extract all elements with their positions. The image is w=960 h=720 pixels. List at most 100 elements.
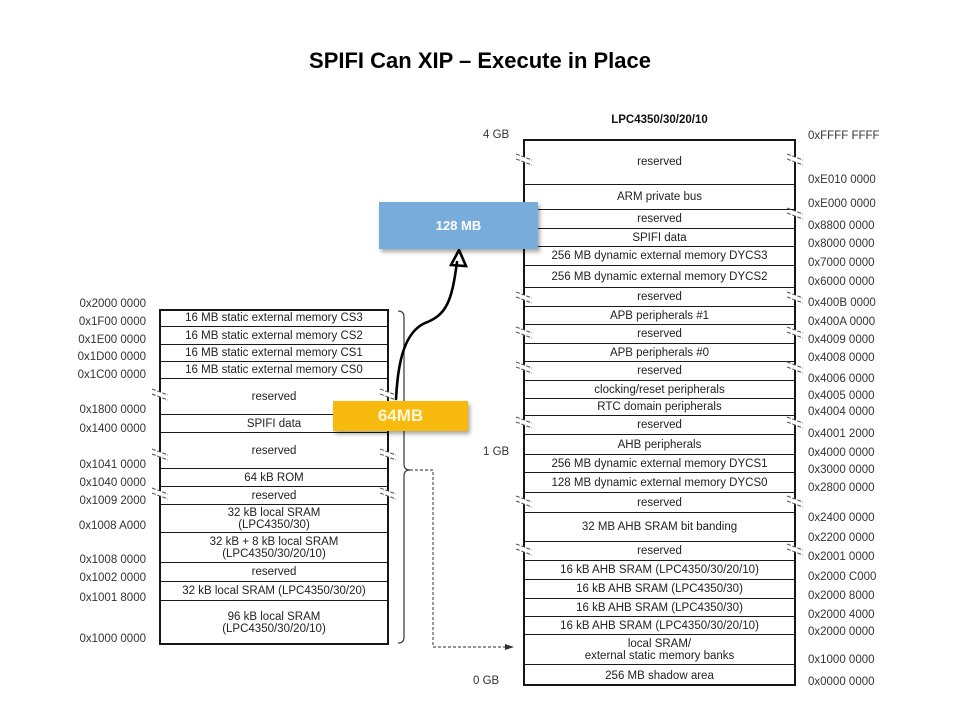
memory-region-label: 16 MB static external memory CS0 <box>185 364 363 376</box>
address-label: 0x4005 0000 <box>808 390 875 402</box>
address-label: 0x1008 0000 <box>79 554 146 566</box>
address-label: 0x4001 2000 <box>808 428 875 440</box>
address-label: 0x8800 0000 <box>808 220 875 232</box>
address-label: 0x3000 0000 <box>808 464 875 476</box>
size-label-1gb: 1 GB <box>483 446 510 458</box>
memory-region-apb-peripherals-0: APB peripherals #0 <box>525 343 794 361</box>
memory-region-16-mb-static-external-memory-cs0: 16 MB static external memory CS0 <box>161 361 387 378</box>
address-label: 0x2000 4000 <box>808 609 875 621</box>
memory-region-reserved: reserved <box>525 209 794 228</box>
region-brace <box>397 310 411 644</box>
memory-region-label: 96 kB local SRAM (LPC4350/30/20/10) <box>222 611 326 635</box>
address-label: 0x4000 0000 <box>808 447 875 459</box>
address-label: 0x1D00 0000 <box>77 351 146 363</box>
memory-region-rtc-domain-peripherals: RTC domain peripherals <box>525 398 794 415</box>
address-label: 0x1040 0000 <box>79 477 146 489</box>
mapping-connector <box>410 469 506 648</box>
memory-region-label: APB peripherals #1 <box>609 309 710 322</box>
memory-region-reserved: reserved <box>525 541 794 560</box>
address-label: 0xE010 0000 <box>808 174 876 186</box>
address-label: 0x1009 2000 <box>79 495 146 507</box>
memory-region-256-mb-shadow-area: 256 MB shadow area <box>525 664 794 686</box>
memory-region-label: 16 kB AHB SRAM (LPC4350/30/20/10) <box>560 564 759 576</box>
memory-region-label: SPIFI data <box>632 231 687 244</box>
address-label: 0x400B 0000 <box>808 297 876 309</box>
memory-region-96-kb-local-sram-lpc4350-30-20-10: 96 kB local SRAM (LPC4350/30/20/10) <box>161 600 387 645</box>
memory-region-local-sram-external-static-memory-banks: local SRAM/ external static memory banks <box>525 634 794 664</box>
memory-region-label: reserved <box>251 566 297 578</box>
address-label: 0x1F00 0000 <box>78 316 146 328</box>
memory-region-reserved: reserved <box>161 378 387 414</box>
address-label: 0x4004 0000 <box>808 406 875 418</box>
address-label: 0x1002 0000 <box>79 572 146 584</box>
address-label: 0x2001 0000 <box>808 551 875 563</box>
address-label: 0xFFFF FFFF <box>808 130 880 142</box>
address-label: 0x1E00 0000 <box>78 334 146 346</box>
spifi-128mb-callout: 128 MB <box>379 202 538 249</box>
memory-region-spifi-data: SPIFI data <box>525 228 794 246</box>
memory-region-256-mb-dynamic-external-memory-dycs3: 256 MB dynamic external memory DYCS3 <box>525 246 794 265</box>
memory-region-label: SPIFI data <box>246 417 302 430</box>
address-label: 0x1041 0000 <box>79 459 146 471</box>
address-label: 0x1000 0000 <box>79 633 146 645</box>
memory-region-label: reserved <box>251 444 297 457</box>
memory-region-label: reserved <box>637 365 682 377</box>
memory-region-label: reserved <box>637 291 682 303</box>
memory-region-label: RTC domain peripherals <box>597 401 722 413</box>
memory-region-32-kb-local-sram-lpc4350-30: 32 kB local SRAM (LPC4350/30) <box>161 504 387 532</box>
expansion-arrow <box>394 260 459 401</box>
memory-region-label: 16 kB AHB SRAM (LPC4350/30) <box>576 583 743 595</box>
memory-region-label: reserved <box>637 213 682 225</box>
address-label: 0x1001 8000 <box>79 592 146 604</box>
memory-region-label: 16 kB AHB SRAM (LPC4350/30) <box>576 601 743 614</box>
memory-region-label: reserved <box>637 155 682 168</box>
memory-region-label: reserved <box>251 390 297 403</box>
memory-region-reserved: reserved <box>525 287 794 306</box>
memory-region-ahb-peripherals: AHB peripherals <box>525 434 794 454</box>
memory-region-label: local SRAM/ external static memory banks <box>584 637 735 662</box>
memory-region-16-mb-static-external-memory-cs2: 16 MB static external memory CS2 <box>161 326 387 344</box>
memory-region-16-mb-static-external-memory-cs1: 16 MB static external memory CS1 <box>161 344 387 361</box>
memory-region-label: 16 MB static external memory CS3 <box>185 311 363 324</box>
memory-region-label: 256 MB dynamic external memory DYCS1 <box>551 457 768 470</box>
memory-region-apb-peripherals-1: APB peripherals #1 <box>525 306 794 324</box>
address-label: 0x6000 0000 <box>808 276 875 288</box>
memory-region-spifi-data: SPIFI data <box>161 414 387 432</box>
memory-region-label: 16 MB static external memory CS1 <box>185 347 363 359</box>
memory-region-reserved: reserved <box>161 432 387 468</box>
memory-region-arm-private-bus: ARM private bus <box>525 184 794 209</box>
address-label: 0x4008 0000 <box>808 352 875 364</box>
slide-title: SPIFI Can XIP – Execute in Place <box>309 48 651 73</box>
memory-region-label: 16 kB AHB SRAM (LPC4350/30/20/10) <box>560 619 759 632</box>
address-label: 0x400A 0000 <box>808 316 876 328</box>
address-label: 0x1C00 0000 <box>77 369 146 381</box>
size-label-4gb: 4 GB <box>483 129 510 141</box>
memory-region-label: 32 kB local SRAM (LPC4350/30/20) <box>182 585 366 597</box>
memory-region-label: reserved <box>637 419 682 431</box>
address-label: 0x2800 0000 <box>808 482 875 494</box>
memory-region-label: 32 kB local SRAM (LPC4350/30) <box>227 506 321 531</box>
spifi-64mb-callout: 64MB <box>333 401 468 431</box>
memory-region-label: clocking/reset peripherals <box>594 383 725 396</box>
memory-region-label: 256 MB shadow area <box>605 669 714 682</box>
memory-region-16-kb-ahb-sram-lpc4350-30: 16 kB AHB SRAM (LPC4350/30) <box>525 598 794 616</box>
address-label: 0x2000 0000 <box>808 626 875 638</box>
address-label: 0x4006 0000 <box>808 373 875 385</box>
memory-region-64-kb-rom: 64 kB ROM <box>161 468 387 486</box>
memory-region-32-kb-8-kb-local-sram-lpc4350-30-20-10: 32 kB + 8 kB local SRAM (LPC4350/30/20/1… <box>161 532 387 562</box>
memory-region-16-kb-ahb-sram-lpc4350-30: 16 kB AHB SRAM (LPC4350/30) <box>525 579 794 598</box>
memory-region-256-mb-dynamic-external-memory-dycs2: 256 MB dynamic external memory DYCS2 <box>525 265 794 287</box>
memory-region-label: APB peripherals #0 <box>609 346 710 359</box>
memory-region-16-kb-ahb-sram-lpc4350-30-20-10: 16 kB AHB SRAM (LPC4350/30/20/10) <box>525 616 794 634</box>
memory-region-reserved: reserved <box>161 486 387 504</box>
address-label: 0x1800 0000 <box>79 404 146 416</box>
memory-region-label: 32 kB + 8 kB local SRAM (LPC4350/30/20/1… <box>209 535 339 560</box>
mapping-connector-arrowhead-icon <box>505 644 514 650</box>
memory-region-label: 64 kB ROM <box>244 471 304 484</box>
memory-region-32-mb-ahb-sram-bit-banding: 32 MB AHB SRAM bit banding <box>525 512 794 541</box>
memory-region-label: reserved <box>637 496 682 509</box>
address-label: 0x2000 0000 <box>79 298 146 310</box>
address-label: 0x7000 0000 <box>808 257 875 269</box>
right-diagram-heading: LPC4350/30/20/10 <box>611 114 708 126</box>
